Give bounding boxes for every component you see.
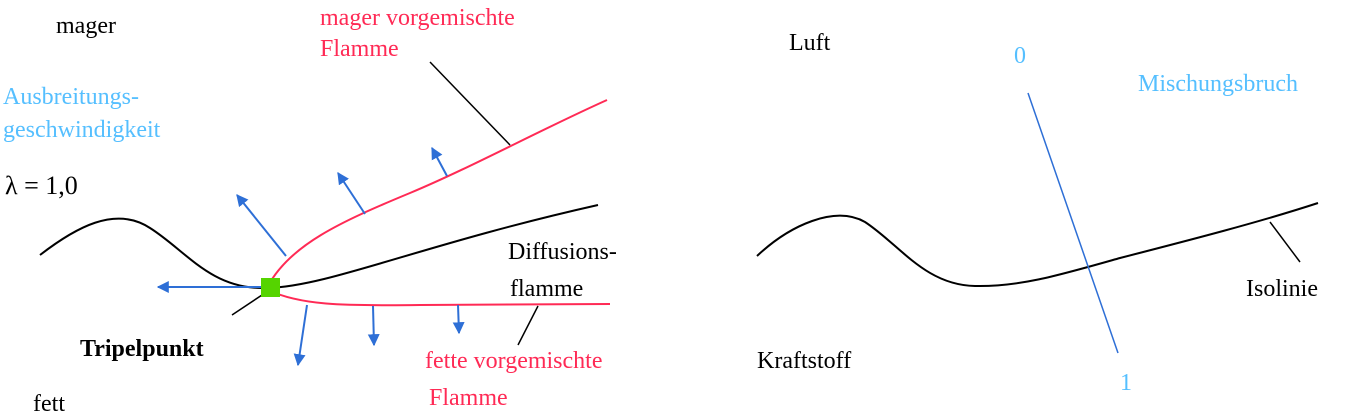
label-speed-line2: geschwindigkeit <box>3 117 161 143</box>
label-isoline: Isolinie <box>1246 276 1318 302</box>
rich-flame-leader-line <box>517 305 539 346</box>
stoichiometric-line <box>39 217 263 289</box>
label-zero: 0 <box>1014 43 1026 69</box>
label-one: 1 <box>1120 370 1132 396</box>
label-luft: Luft <box>789 30 831 56</box>
isoline-leader-line <box>1269 221 1301 263</box>
isoline-curve <box>756 202 1319 288</box>
label-rich-flame-line1: fette vorgemischte <box>425 348 603 374</box>
lean-flame-leader-line <box>429 61 511 146</box>
label-rich-flame-line2: Flamme <box>429 385 508 411</box>
label-fett: fett <box>33 391 65 414</box>
speed-arrow-upper-2 <box>337 171 366 215</box>
label-fuel: Kraftstoff <box>757 348 851 374</box>
label-lambda: λ = 1,0 <box>5 171 78 200</box>
speed-arrow-lower-3 <box>452 304 465 335</box>
rich-premixed-flame-curve <box>267 289 611 307</box>
label-mager: mager <box>56 13 116 39</box>
lean-premixed-flame-curve <box>267 99 608 287</box>
mixture-fraction-axis <box>1027 92 1119 354</box>
label-triple-point: Tripelpunkt <box>80 336 204 362</box>
label-diffusion-line1: Diffusions- <box>508 239 617 265</box>
label-speed-line1: Ausbreitungs- <box>3 84 139 110</box>
diffusion-flame-curve <box>267 204 599 289</box>
label-mixture-fraction: Mischungsbruch <box>1138 71 1298 97</box>
label-diffusion-line2: flamme <box>510 276 583 302</box>
label-lean-flame-line1: mager vorgemischte <box>320 5 515 31</box>
triple-point-marker <box>261 278 280 297</box>
speed-arrow-upper-1 <box>236 194 287 257</box>
speed-arrow-upper-3 <box>431 146 448 177</box>
speed-arrow-lower-1 <box>293 304 308 367</box>
right-panel: Luft 0 Mischungsbruch Isolinie Kraftstof… <box>756 30 1319 396</box>
left-panel: mager mager vorgemischte Flamme Ausbreit… <box>3 5 617 414</box>
label-lean-flame-line2: Flamme <box>320 36 399 62</box>
speed-arrow-lower-2 <box>367 305 380 347</box>
triple-point-leader-line <box>231 292 266 316</box>
